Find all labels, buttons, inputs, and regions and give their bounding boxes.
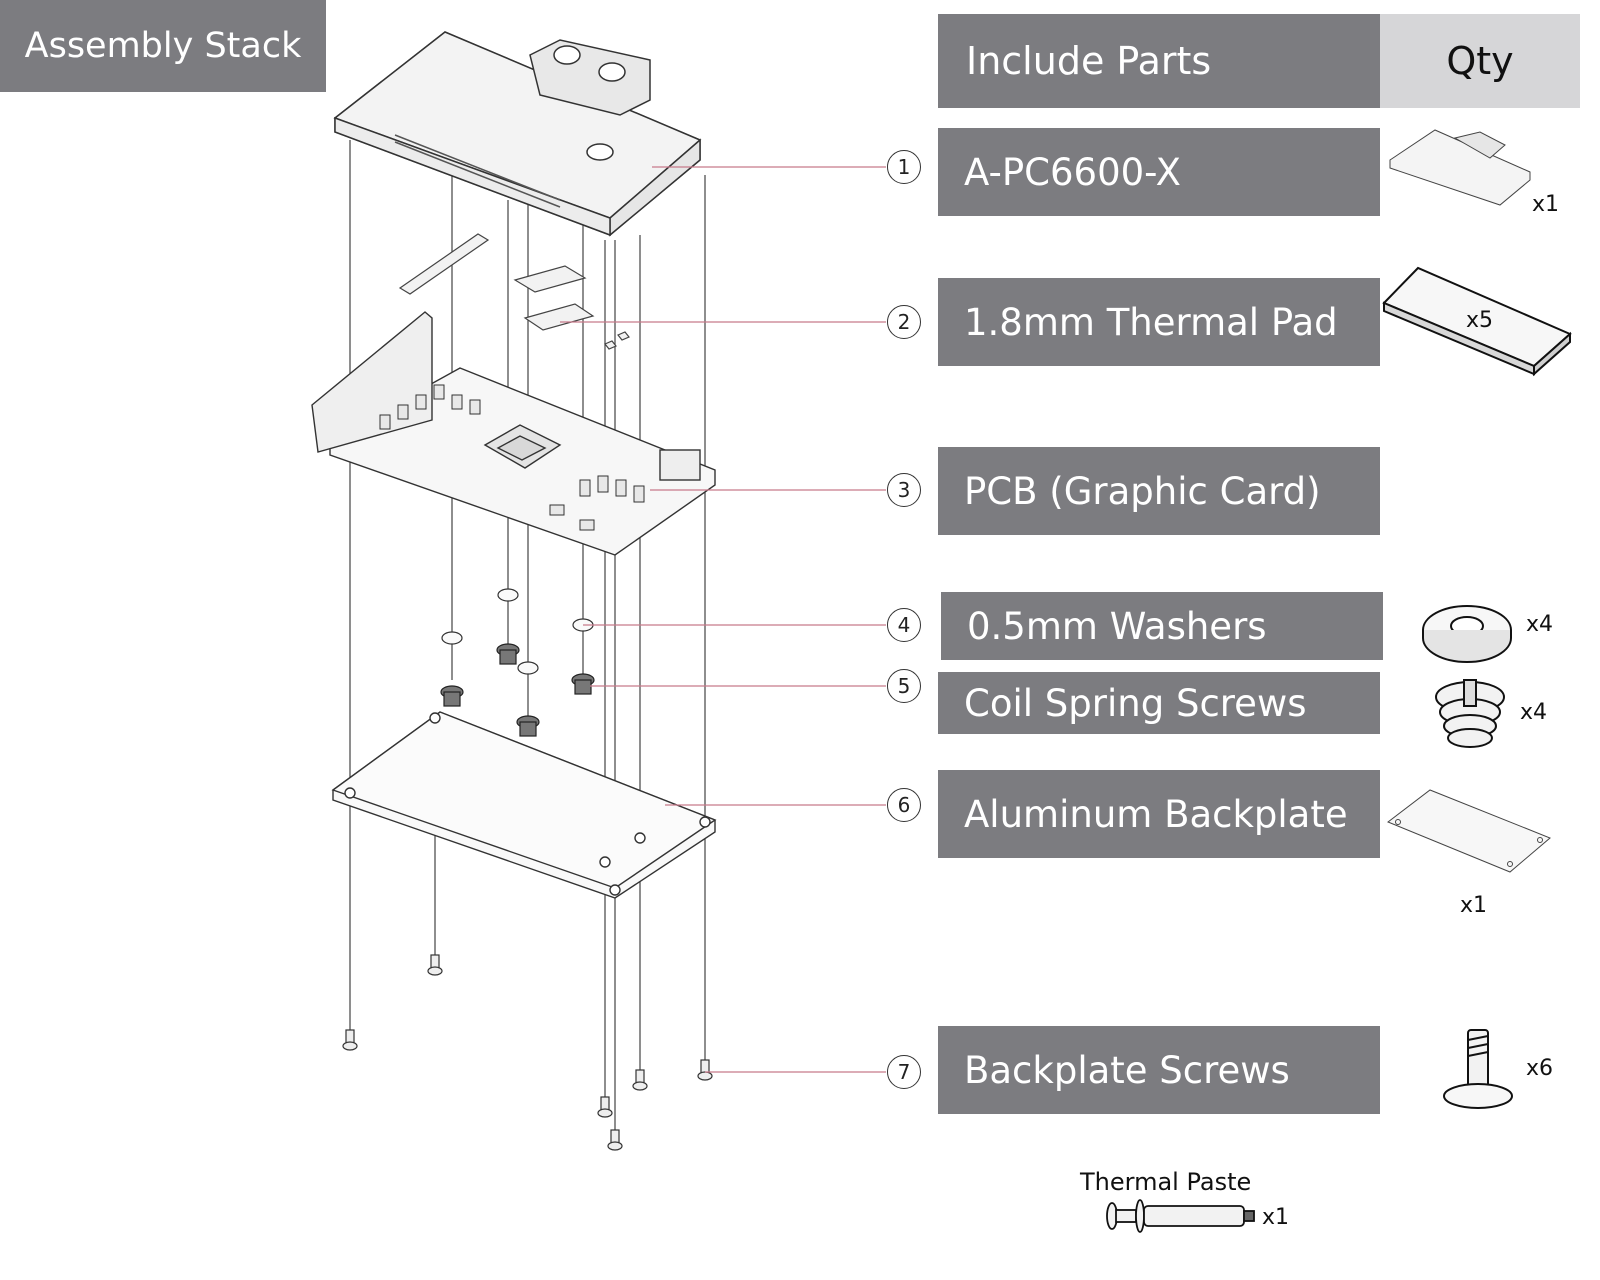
callout-marker-2: 2: [887, 305, 921, 339]
qty-header: Qty: [1380, 14, 1580, 108]
qty-backplate-image: [1387, 789, 1551, 873]
thermal-paste-label: Thermal Paste: [1080, 1168, 1252, 1196]
callout-marker-6: 6: [887, 788, 921, 822]
qty-label-thermal-pad: x5: [1466, 308, 1494, 333]
washers-drawing: [441, 588, 594, 675]
include-parts-header: Include Parts: [938, 14, 1380, 108]
part-row-coil-spring-screws: Coil Spring Screws: [938, 672, 1380, 734]
qty-label-backplate-screws: x6: [1526, 1056, 1554, 1081]
coil-spring-screws-drawing: [440, 643, 595, 737]
callout-marker-7: 7: [887, 1055, 921, 1089]
qty-label-a-pc6600-x: x1: [1532, 192, 1560, 217]
part-row-aluminum-backplate: Aluminum Backplate: [938, 770, 1380, 858]
callout-marker-5: 5: [887, 669, 921, 703]
water-block-drawing: [333, 31, 702, 237]
qty-label-thermal-paste: x1: [1262, 1205, 1290, 1230]
callout-marker-3: 3: [887, 473, 921, 507]
part-row-thermal-pad: 1.8mm Thermal Pad: [938, 278, 1380, 366]
leader-lines: [560, 166, 886, 1073]
qty-thermal-pad-image: [1382, 266, 1572, 377]
part-row-backplate-screws: Backplate Screws: [938, 1026, 1380, 1114]
qty-label-aluminum-backplate: x1: [1460, 893, 1488, 918]
callout-marker-4: 4: [887, 608, 921, 642]
qty-coil-spring-image: [1435, 679, 1505, 748]
qty-label-washers: x4: [1526, 612, 1554, 637]
backplate-drawing: [331, 711, 717, 899]
pcb-drawing: [311, 311, 716, 556]
assembly-stack-title: Assembly Stack: [0, 0, 326, 92]
thermal-pads-drawing: [398, 233, 630, 350]
callout-marker-1: 1: [887, 150, 921, 184]
qty-backplate-screw-image: [1443, 1029, 1513, 1109]
backplate-screws-drawing: [342, 954, 713, 1151]
part-row-washers: 0.5mm Washers: [941, 592, 1383, 660]
qty-washer-image: [1422, 605, 1512, 663]
part-row-a-pc6600-x: A-PC6600-X: [938, 128, 1380, 216]
qty-label-coil-spring-screws: x4: [1520, 700, 1548, 725]
qty-waterblock-image: [1389, 129, 1531, 206]
thermal-paste-syringe-image: [1106, 1199, 1255, 1233]
part-row-pcb: PCB (Graphic Card): [938, 447, 1380, 535]
